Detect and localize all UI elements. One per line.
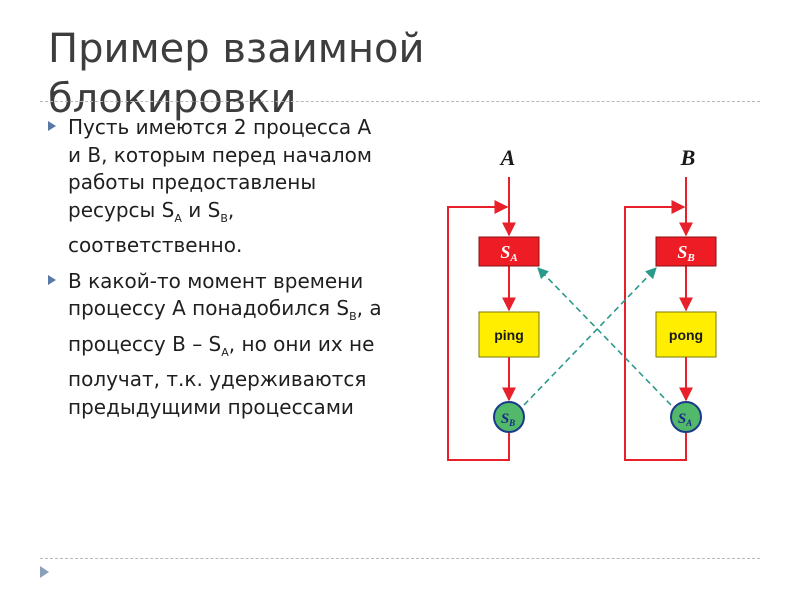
subscript: B: [349, 310, 357, 323]
text-run: , но они их не получат, т.к. удерживаютс…: [68, 331, 375, 419]
resource-box-sa: [478, 236, 540, 267]
text-run: , а процессу B – S: [68, 296, 382, 356]
subscript: B: [220, 211, 228, 225]
bullet-marker-icon: [48, 274, 56, 285]
pong-box: [655, 311, 717, 358]
next-slide-arrow-icon[interactable]: [40, 566, 49, 578]
ping-box-text: ping: [494, 327, 524, 343]
resource-box-sa-text: SA: [500, 242, 517, 264]
slide-title: Пример взаимной блокировки: [48, 26, 425, 122]
text-run: , соответственно.: [68, 197, 243, 258]
bullet-text: Пусть имеются 2 процесса A и B, которым …: [68, 115, 372, 257]
bullet-item-resources: Пусть имеются 2 процесса A и B, которым …: [48, 114, 388, 260]
subscript: A: [221, 345, 229, 359]
bullet-list: Пусть имеются 2 процесса A и B, которым …: [48, 114, 388, 429]
resource-box-sb: [655, 236, 717, 267]
process-b-label: B: [680, 145, 696, 170]
bullet-item-request: В какой-то момент времени процессу A пон…: [48, 268, 388, 422]
loop-b: [624, 200, 687, 461]
wait-circle-sb: [493, 401, 525, 433]
bullet-text: В какой-то момент времени процессу A пон…: [68, 269, 382, 419]
text-run: В какой-то момент времени процессу A пон…: [68, 268, 364, 321]
dependency-a-waits-sb: [523, 267, 657, 406]
process-a-flow: [447, 177, 516, 461]
process-a-label: A: [499, 145, 516, 170]
dependency-b-waits-sa: [537, 267, 672, 406]
bullet-marker-icon: [48, 121, 56, 131]
footer-divider: [40, 558, 760, 559]
subscript: A: [174, 211, 182, 225]
wait-circle-sa-text: SA: [678, 411, 692, 428]
deadlock-diagram: A B SA SB ping pong SB SA: [447, 145, 717, 461]
text-run: и S: [181, 197, 221, 222]
wait-circle-sa: [670, 401, 702, 433]
ping-box: [478, 311, 540, 358]
resource-box-sb-text: SB: [677, 242, 694, 264]
pong-box-text: pong: [669, 327, 703, 343]
wait-circle-sb-text: SB: [501, 411, 515, 428]
loop-a: [447, 200, 510, 461]
title-divider: [40, 101, 760, 102]
text-run: Пусть имеются 2 процесса A и B, которым …: [68, 115, 373, 222]
process-b-flow: [624, 177, 693, 461]
